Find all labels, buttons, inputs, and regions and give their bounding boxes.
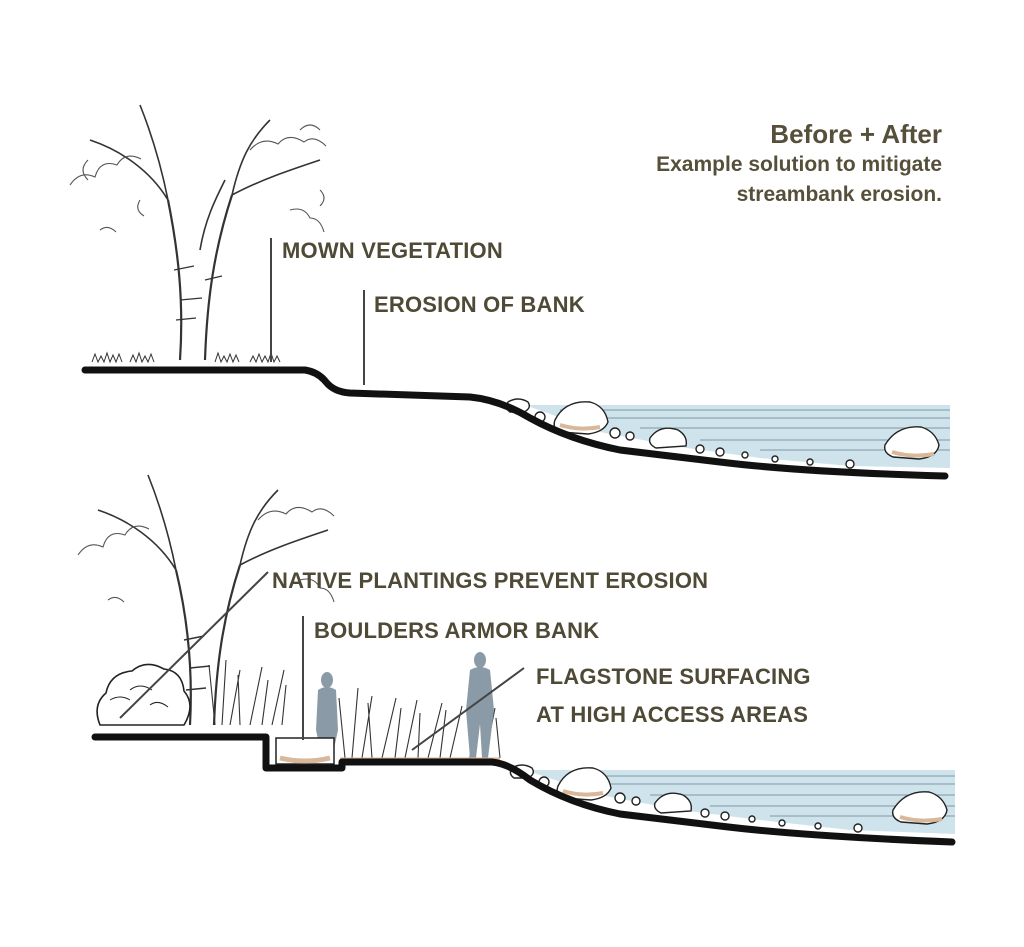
after-section	[77, 474, 956, 846]
diagram-subtitle-line2: streambank erosion.	[736, 183, 942, 206]
diagram-subtitle-line1: Example solution to mitigate	[656, 153, 942, 176]
after-boulder-block	[275, 737, 335, 765]
label-boulders: BOULDERS ARMOR BANK	[314, 618, 600, 643]
before-section	[69, 104, 950, 480]
before-ground-line	[81, 366, 949, 480]
after-tree	[77, 474, 335, 726]
after-ground-line	[91, 733, 956, 846]
label-native-plantings: NATIVE PLANTINGS PREVENT EROSION	[272, 568, 709, 593]
flagstone-leader	[411, 667, 525, 751]
label-mown-vegetation: MOWN VEGETATION	[282, 238, 503, 263]
label-erosion-of-bank: EROSION OF BANK	[374, 292, 585, 317]
after-people	[316, 652, 494, 758]
after-grasses	[208, 659, 501, 759]
before-water	[525, 405, 950, 468]
before-grass	[91, 351, 281, 364]
header-block: Before + After Example solution to mitig…	[656, 118, 942, 210]
label-flagstone-line2: AT HIGH ACCESS AREAS	[536, 702, 809, 727]
native-plantings-leader	[119, 571, 269, 719]
before-tree	[69, 104, 327, 361]
diagram-title: Before + After	[770, 119, 942, 149]
label-flagstone-line1: FLAGSTONE SURFACING	[536, 664, 811, 689]
after-water	[525, 770, 955, 834]
before-rocks	[505, 398, 940, 469]
